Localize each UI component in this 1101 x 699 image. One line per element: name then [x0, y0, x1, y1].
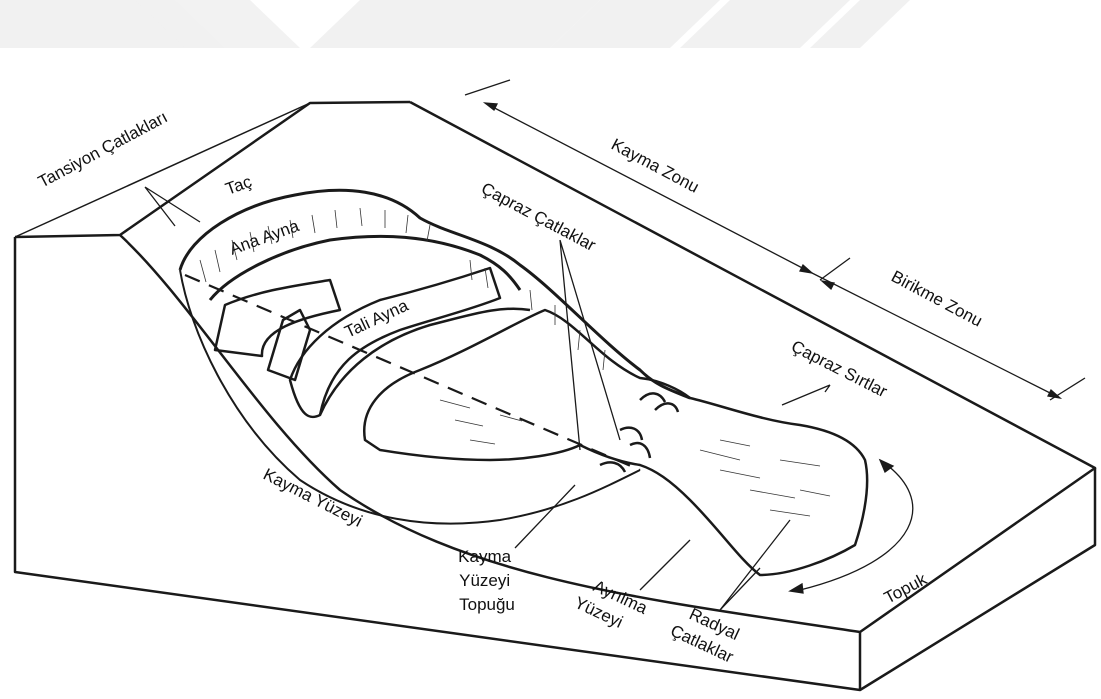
label-transverse-cracks: Çapraz Çatlaklar	[478, 179, 599, 255]
label-depletion-zone: Kayma Zonu	[608, 135, 702, 197]
label-rupture-toe: Kayma Yüzeyi Topuğu	[458, 547, 516, 614]
label-radial-cracks: Radyal Çatlaklar	[668, 600, 747, 667]
top-banner	[0, 0, 910, 48]
label-tension-cracks: Tansiyon Çatlakları	[35, 107, 171, 191]
label-separation-surface: Ayrılma Yüzeyi	[572, 572, 655, 641]
label-toe: Topuk	[881, 569, 930, 607]
surface-hatching	[200, 208, 830, 516]
terrain-block	[15, 102, 1095, 690]
label-accumulation-zone: Birikme Zonu	[888, 267, 985, 331]
label-crown: Taç	[223, 172, 255, 199]
leader-lines	[145, 187, 913, 610]
label-transverse-ridges: Çapraz Sırtlar	[788, 337, 890, 402]
zone-arrows	[465, 80, 1085, 400]
diagram-labels: Tansiyon Çatlakları Taç Ana Ayna Tali Ay…	[35, 107, 986, 667]
